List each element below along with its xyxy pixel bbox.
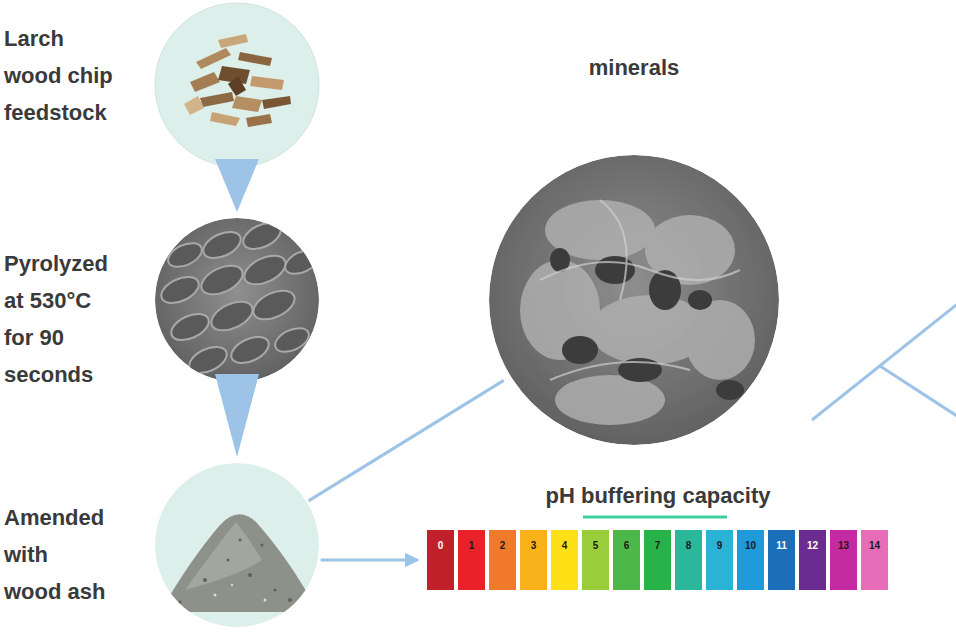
- ph-box: 3: [520, 530, 547, 590]
- ph-box: 14: [861, 530, 888, 590]
- feedstock-circle: Larch wood chip feedstock: [155, 3, 319, 167]
- flow-arrow: [215, 159, 259, 212]
- ph-number: 4: [551, 530, 578, 552]
- wood-chip-photo: [155, 3, 319, 167]
- ph-box: 10: [737, 530, 764, 590]
- flow-arrow: [308, 380, 503, 501]
- ph-box: 9: [706, 530, 733, 590]
- ph-number: 10: [737, 530, 764, 552]
- ph-box: 2: [489, 530, 516, 590]
- char-micrograph: [155, 218, 323, 382]
- ph-number: 11: [768, 530, 795, 552]
- ph-number: 14: [861, 530, 888, 552]
- step-label: minerals: [484, 49, 784, 86]
- ph-box: 11: [768, 530, 795, 590]
- ph-box: 7: [644, 530, 671, 590]
- ph-number: 0: [427, 530, 454, 552]
- ph-number: 1: [458, 530, 485, 552]
- ph-box: 8: [675, 530, 702, 590]
- ph-box: 5: [582, 530, 609, 590]
- ash-photo: [155, 463, 319, 627]
- heading-box: Amended with wood ash: [4, 499, 108, 610]
- step-label: Amended with wood ash: [4, 499, 108, 610]
- heading-box: minerals: [484, 49, 784, 86]
- ph-box: 13: [830, 530, 857, 590]
- ph-box: 12: [799, 530, 826, 590]
- ph-number: 13: [830, 530, 857, 552]
- branch-line: [812, 302, 956, 420]
- ph-box: 6: [613, 530, 640, 590]
- step-label: Pyrolyzed at 530°C for 90 seconds: [4, 245, 119, 393]
- ph-number: 8: [675, 530, 702, 552]
- minerals-circle: minerals: [489, 155, 779, 445]
- range-bar: [583, 516, 727, 519]
- flow-arrow: [321, 559, 418, 562]
- ph-number: 7: [644, 530, 671, 552]
- ph-number: 12: [799, 530, 826, 552]
- heading-box: Pyrolyzed at 530°C for 90 seconds: [4, 245, 119, 393]
- ph-number: 6: [613, 530, 640, 552]
- ph-number: 9: [706, 530, 733, 552]
- ph-number: 3: [520, 530, 547, 552]
- mineral-micrograph: [489, 155, 779, 445]
- pyrolysis-circle: Pyrolyzed at 530°C for 90 seconds: [155, 218, 319, 382]
- ph-number: 5: [582, 530, 609, 552]
- ash-circle: Amended with wood ash: [155, 463, 319, 627]
- heading-box: pH buffering capacity: [424, 477, 892, 514]
- ph-number: 2: [489, 530, 516, 552]
- step-label: Larch wood chip feedstock: [4, 20, 119, 131]
- ph-box: 1: [458, 530, 485, 590]
- ph-scale: pH buffering capacity0123456789101112131…: [424, 528, 892, 592]
- heading-box: Larch wood chip feedstock: [4, 20, 119, 131]
- ph-box: 4: [551, 530, 578, 590]
- ph-box: 0: [427, 530, 454, 590]
- flow-arrow: [215, 374, 259, 457]
- step-label: pH buffering capacity: [424, 477, 892, 514]
